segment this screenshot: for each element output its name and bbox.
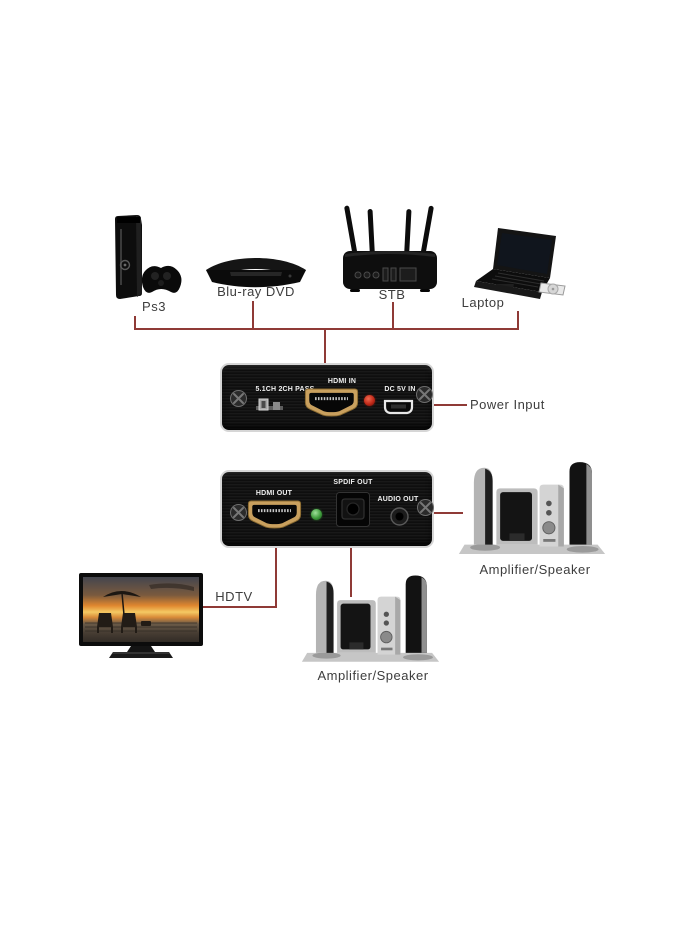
speaker-system-icon [458,462,606,554]
amp-right-label: Amplifier/Speaker [479,562,591,577]
bluray-player-icon [206,258,306,288]
wire-bluray-drop [252,301,254,329]
signal-led-green [311,509,322,520]
micro-usb-port-icon [383,399,414,415]
toslink-port-icon [336,492,370,527]
ps3-label: Ps3 [142,299,166,314]
pass-switch-label: 5.1CH 2CH PASS [255,386,315,393]
hdmi-in-label: HDMI IN [327,378,357,385]
hdtv-icon [79,573,203,658]
stb-router-icon [343,205,437,292]
disc-tray-icon [538,282,566,296]
hdmi-out-port-icon [247,500,302,529]
wire-laptop-drop [517,311,519,329]
hdtv-label: HDTV [215,589,253,604]
wire-stb-drop [392,302,394,329]
amp-bottom-label: Amplifier/Speaker [317,668,429,683]
bluray-label: Blu-ray DVD [217,284,295,299]
audio-jack-icon [390,507,409,526]
screw-icon [417,499,434,516]
wire-to-hdtv [203,606,277,608]
wire-bus-to-extractor [324,328,326,364]
stb-label: STB [378,287,406,302]
hdmi-out-label: HDMI OUT [255,490,293,497]
hdmi-extractor-input-panel: 5.1CH 2CH PASS HDMI IN DC 5V IN [220,363,434,432]
wire-spdif-drop [350,547,352,597]
wire-ps3-drop [134,316,136,329]
beach-umbrella-silhouette [103,591,141,616]
screw-icon [230,504,247,521]
hdmi-extractor-output-panel: HDMI OUT SPDIF OUT AUDIO OUT [220,470,434,548]
dc-5v-in-label: DC 5V IN [384,386,416,393]
laptop-icon [474,228,566,299]
wire-to-amp-right [434,512,463,514]
wire-power-input [434,404,467,406]
hdmi-in-port-icon [304,388,359,417]
ps3-icon [115,215,182,299]
speaker-system-icon [301,575,440,662]
game-controller-icon [141,265,182,293]
audio-out-label: AUDIO OUT [377,496,419,503]
wire-source-bus [134,328,519,330]
power-led-red [364,395,375,406]
spdif-out-label: SPDIF OUT [333,479,373,486]
power-input-label: Power Input [470,397,545,412]
beach-chairs-silhouette [97,613,151,633]
pass-switch-icon [256,398,283,411]
screw-icon [230,390,247,407]
screw-icon [416,386,433,403]
laptop-label: Laptop [461,295,505,310]
wire-hdmi-out-drop [275,547,277,608]
